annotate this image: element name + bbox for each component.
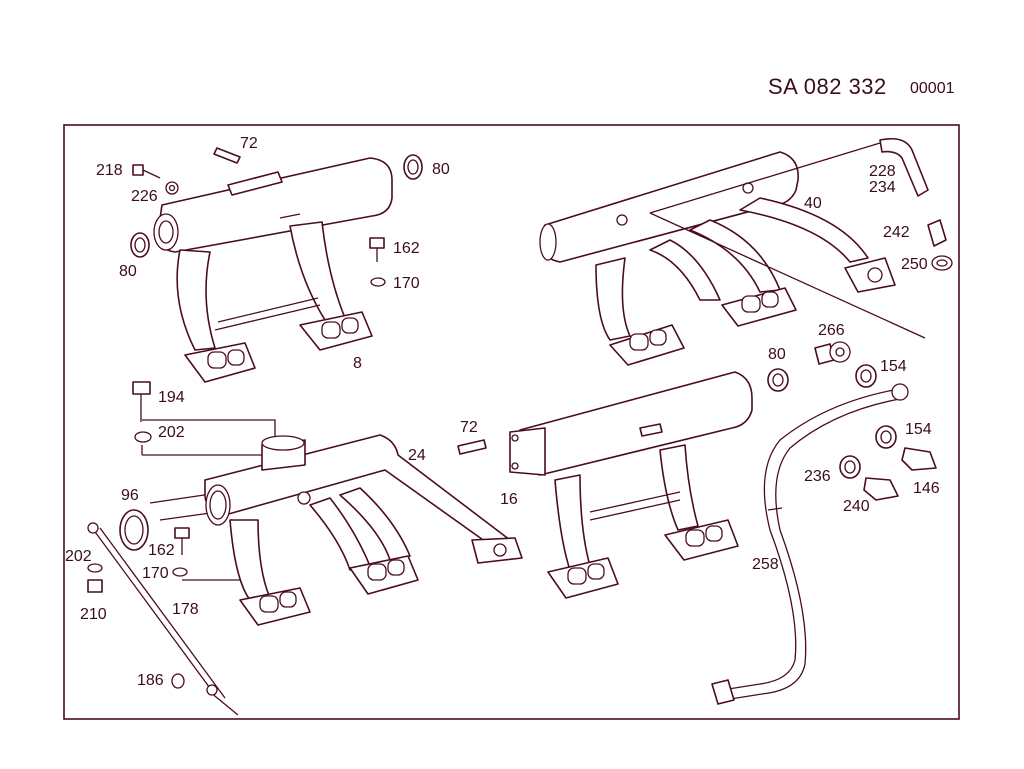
callout-226: 226 — [131, 188, 158, 205]
callout-266: 266 — [818, 322, 845, 339]
callout-242: 242 — [883, 224, 910, 241]
callout-72-upper: 72 — [240, 135, 258, 152]
callout-250: 250 — [901, 256, 928, 273]
callout-154-upper: 154 — [880, 358, 907, 375]
callout-202-upper: 202 — [158, 424, 185, 441]
callout-labels: 218 226 72 80 80 162 170 8 40 228 234 24… — [65, 135, 940, 689]
callout-258: 258 — [752, 556, 779, 573]
callout-80-middle: 80 — [768, 346, 786, 363]
callout-240: 240 — [843, 498, 870, 515]
callout-170-upper: 170 — [393, 275, 420, 292]
callout-170-lower: 170 — [142, 565, 169, 582]
callout-178: 178 — [172, 601, 199, 618]
drawing-code: SA 082 332 — [768, 74, 887, 99]
callout-72-lower: 72 — [460, 419, 478, 436]
callout-162-lower: 162 — [148, 542, 175, 559]
manifold-part-24 — [204, 434, 523, 626]
callout-186: 186 — [137, 672, 164, 689]
fasteners-upper-left — [130, 147, 423, 287]
callout-228: 228 — [869, 163, 896, 180]
callout-234: 234 — [869, 179, 896, 196]
pipe-part-258 — [711, 383, 909, 705]
callout-80-upper-right: 80 — [432, 161, 450, 178]
sheet-number: 00001 — [910, 80, 955, 97]
callout-8: 8 — [353, 355, 362, 372]
callout-236: 236 — [804, 468, 831, 485]
callout-40: 40 — [804, 195, 822, 212]
manifold-part-16 — [457, 371, 753, 599]
callout-96: 96 — [121, 487, 139, 504]
callout-154-lower: 154 — [905, 421, 932, 438]
callout-202-lower: 202 — [65, 548, 92, 565]
fittings-right — [767, 341, 937, 501]
callout-162-upper: 162 — [393, 240, 420, 257]
callout-218: 218 — [96, 162, 123, 179]
callout-80-upper-left: 80 — [119, 263, 137, 280]
callout-194: 194 — [158, 389, 185, 406]
callout-210: 210 — [80, 606, 107, 623]
callout-24: 24 — [408, 447, 426, 464]
manifold-part-8 — [153, 157, 393, 383]
diagram-frame — [63, 124, 960, 720]
callout-146: 146 — [913, 480, 940, 497]
callout-16: 16 — [500, 491, 518, 508]
fasteners-lower-left — [87, 381, 239, 716]
hose-parts-228-234 — [879, 137, 953, 271]
